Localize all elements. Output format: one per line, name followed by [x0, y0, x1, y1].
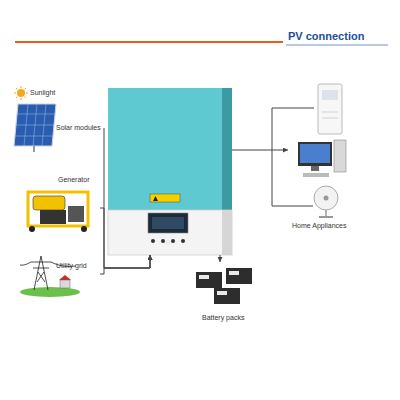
pylon [20, 256, 76, 290]
battery-label [217, 291, 227, 295]
appliances-node: Home Appliances [288, 80, 370, 232]
battery-packs [196, 268, 252, 304]
utility-grid-node: Utility grid [22, 252, 100, 296]
wire-connector [232, 150, 288, 151]
computer [298, 140, 346, 177]
panel-face [14, 104, 56, 146]
alternator [68, 206, 84, 222]
monitor-screen [300, 144, 330, 163]
generator-icon [28, 192, 88, 232]
node-label: Generator [58, 176, 100, 184]
node-label: Solar modules [56, 124, 104, 132]
fan [314, 186, 338, 218]
inverter-side-lower [222, 210, 232, 255]
battery-label [199, 275, 209, 279]
inverter-node [108, 88, 232, 255]
sun-disc [17, 89, 25, 97]
orange-rule [15, 41, 283, 43]
inverter-top [108, 88, 232, 210]
battery-node: Battery packs [188, 262, 268, 324]
inverter-front [108, 210, 232, 255]
node-label: Utility grid [56, 262, 100, 270]
node-label: Home Appliances [292, 222, 370, 230]
house [60, 280, 70, 288]
lcd-display [148, 213, 188, 233]
battery [196, 272, 222, 288]
wire-connector [104, 128, 150, 268]
sun-rays [14, 86, 28, 100]
fuel-tank [33, 196, 65, 210]
battery [226, 268, 252, 284]
panel-stand [33, 146, 35, 152]
inverter-side [222, 88, 232, 210]
warning-triangle [153, 196, 158, 201]
sun-icon [14, 86, 28, 100]
battery-label [229, 271, 239, 275]
wheel [81, 226, 87, 232]
wire-connector [100, 208, 150, 268]
generator-frame [28, 192, 88, 226]
node-label: Battery packs [202, 314, 268, 322]
air-conditioner [318, 84, 342, 134]
generator-node: Generator [22, 176, 100, 232]
warning-sticker [150, 194, 180, 202]
keyboard [303, 173, 329, 177]
ground [20, 287, 80, 297]
panel-grid [15, 104, 55, 146]
battery [214, 288, 240, 304]
icon-label: Sunlight [30, 89, 55, 97]
monitor [298, 142, 332, 166]
solar-panel [14, 104, 56, 152]
lcd-screen [152, 217, 184, 229]
engine-block [40, 210, 66, 224]
wheel [29, 226, 35, 232]
wire-connector [220, 255, 221, 262]
solar-node: Solar modules [12, 100, 104, 150]
pc-tower [334, 140, 346, 172]
wire-connector [100, 255, 150, 274]
house-roof [59, 275, 71, 280]
blue-rule [286, 45, 388, 46]
diagram-title: PV connection [288, 30, 364, 42]
buttons [151, 239, 185, 243]
inverter [108, 88, 232, 255]
